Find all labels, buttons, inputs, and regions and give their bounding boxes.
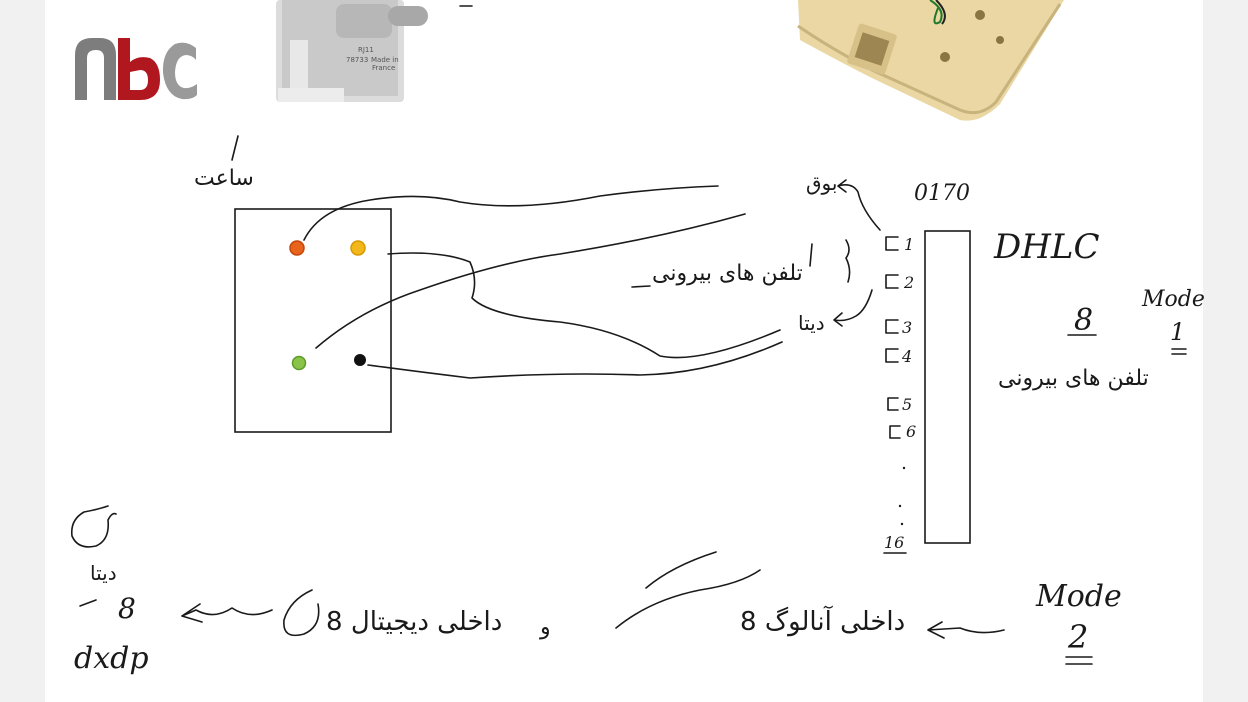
nbc-logo: nbc — [75, 38, 197, 100]
socket-dot-black — [354, 354, 366, 366]
wall-socket: ساعت — [194, 135, 392, 433]
port-label: 4 — [901, 347, 912, 366]
dhlc-name: DHLC — [993, 227, 1100, 267]
socket-dot-yellow — [350, 240, 366, 256]
port-label: 6 — [906, 422, 916, 441]
wires — [303, 185, 783, 379]
right-margin — [1203, 0, 1248, 702]
mode1-title: Mode — [1141, 287, 1205, 312]
left-note-code: dxdp — [74, 641, 149, 676]
dhlc-top-label: 0170 — [914, 181, 970, 206]
port-label: 5 — [902, 395, 912, 414]
mode2-title: Mode — [1035, 579, 1122, 614]
dhlc-ports: 1 2 3 4 5 6 16 — [883, 235, 916, 554]
rj11-label-1: RJ11 — [358, 46, 374, 54]
telephone-box-photo — [797, 0, 1064, 121]
wire-annotations: تلفن های بیرونی بوق دیتا — [631, 171, 881, 335]
port-label: 16 — [884, 533, 904, 552]
rj11-label-2: 78733 — [346, 56, 368, 64]
rj11-module-photo: RJ11 78733 Made in France — [276, 0, 473, 102]
dhlc-board — [924, 230, 971, 544]
label-boogh: بوق — [806, 171, 837, 195]
rj11-label-4: France — [372, 64, 395, 72]
mode1-caption: تلفن های بیرونی — [998, 366, 1149, 391]
mode1-number: 1 — [1170, 318, 1185, 346]
port-label: 3 — [902, 318, 912, 337]
mode2-joiner: و — [539, 615, 551, 640]
dhlc-card: 0170 DHLC 1 2 3 4 5 6 16 — [883, 181, 1100, 554]
port-label: 2 — [903, 273, 914, 292]
left-note-word: دیتا — [90, 561, 117, 585]
socket-label: ساعت — [194, 166, 254, 191]
mode2-digital: 8 داخلی دیجیتال — [326, 607, 502, 637]
mode2-note: Mode 2 8 داخلی آنالوگ و 8 داخلی دیجیتال — [181, 551, 1122, 665]
rj11-label-3: Made in — [371, 56, 399, 64]
mode2-analog: 8 داخلی آنالوگ — [740, 605, 905, 637]
socket-dot-green — [291, 355, 307, 371]
pair-label: تلفن های بیرونی — [652, 261, 803, 286]
left-note-digit: 8 — [118, 592, 136, 625]
label-data: دیتا — [798, 311, 825, 335]
socket-frame — [234, 208, 392, 433]
socket-dot-orange — [289, 240, 305, 256]
mode2-number: 2 — [1067, 618, 1088, 656]
left-margin — [0, 0, 45, 702]
mode1-count: 8 — [1074, 303, 1093, 338]
whiteboard — [45, 0, 1203, 702]
mode1-note: Mode 1 8 تلفن های بیرونی — [998, 287, 1205, 391]
port-label: 1 — [904, 235, 914, 254]
left-notes: دیتا 8 dxdp — [70, 505, 149, 676]
